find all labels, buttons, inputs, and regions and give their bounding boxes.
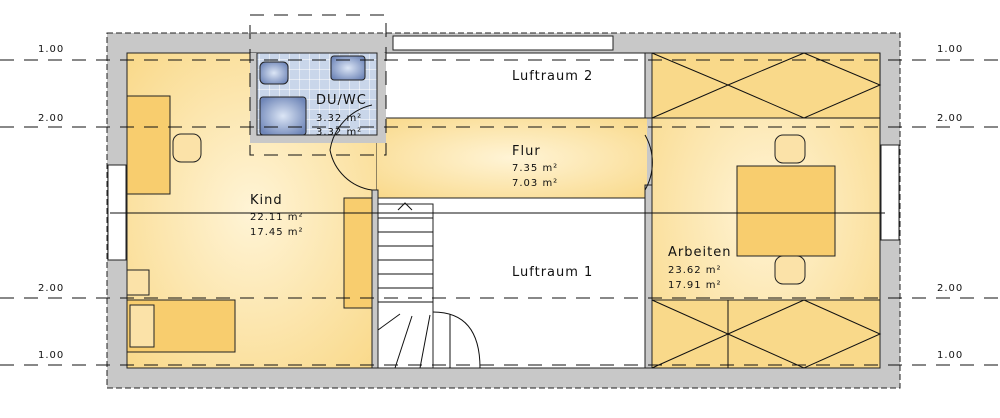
bath-outline (249, 14, 387, 156)
pillow (129, 304, 155, 348)
office-chair-icon (172, 133, 202, 163)
interior-wall (371, 189, 379, 369)
window-right (880, 144, 900, 241)
window-top (392, 35, 614, 51)
dimension-label: 1.00 (38, 350, 64, 361)
dimension-label: 2.00 (38, 113, 64, 124)
kind-door-swing (329, 149, 373, 191)
room-name-kind: Kind (250, 193, 283, 208)
room-name-arbeiten: Arbeiten (668, 245, 731, 260)
room-name-bath: DU/WC (316, 93, 367, 108)
office-chair-icon (774, 134, 806, 164)
dimension-label: 1.00 (38, 44, 64, 55)
room-area: 22.11 m² (250, 212, 304, 223)
staircase (377, 202, 481, 369)
room-area: 17.91 m² (668, 280, 722, 291)
nightstand (126, 269, 150, 296)
dimension-label: 1.00 (937, 44, 963, 55)
room-area: 7.03 m² (512, 178, 558, 189)
dimension-label: 2.00 (38, 283, 64, 294)
office-chair-icon (774, 255, 806, 285)
desk (126, 95, 171, 195)
toilet-icon (259, 61, 289, 85)
dimension-label: 2.00 (937, 113, 963, 124)
room-name-luftraum-2: Luftraum 2 (512, 69, 593, 84)
flur-door-swing (644, 134, 653, 191)
interior-wall (644, 184, 653, 369)
room-name-flur: Flur (512, 144, 541, 159)
work-table (736, 165, 836, 257)
room-area: 17.45 m² (250, 227, 304, 238)
dimension-label: 2.00 (937, 283, 963, 294)
roof-slope-hatch-top (651, 52, 882, 119)
shower-icon (259, 96, 307, 136)
room-area: 3.32 m² (316, 113, 362, 124)
room-name-luftraum-1: Luftraum 1 (512, 265, 593, 280)
dimension-label: 1.00 (937, 350, 963, 361)
room-luftraum-2 (384, 52, 646, 119)
sink-icon (330, 55, 366, 81)
room-flur (377, 118, 647, 198)
room-area: 23.62 m² (668, 265, 722, 276)
room-area: 7.35 m² (512, 163, 558, 174)
shelf (343, 197, 373, 309)
roof-slope-hatch-bottom (651, 299, 882, 369)
room-area: 3.32 m² (316, 127, 362, 138)
stair-arrow-icon (397, 202, 413, 211)
bath-door-swing (329, 104, 373, 151)
interior-wall (644, 52, 653, 119)
